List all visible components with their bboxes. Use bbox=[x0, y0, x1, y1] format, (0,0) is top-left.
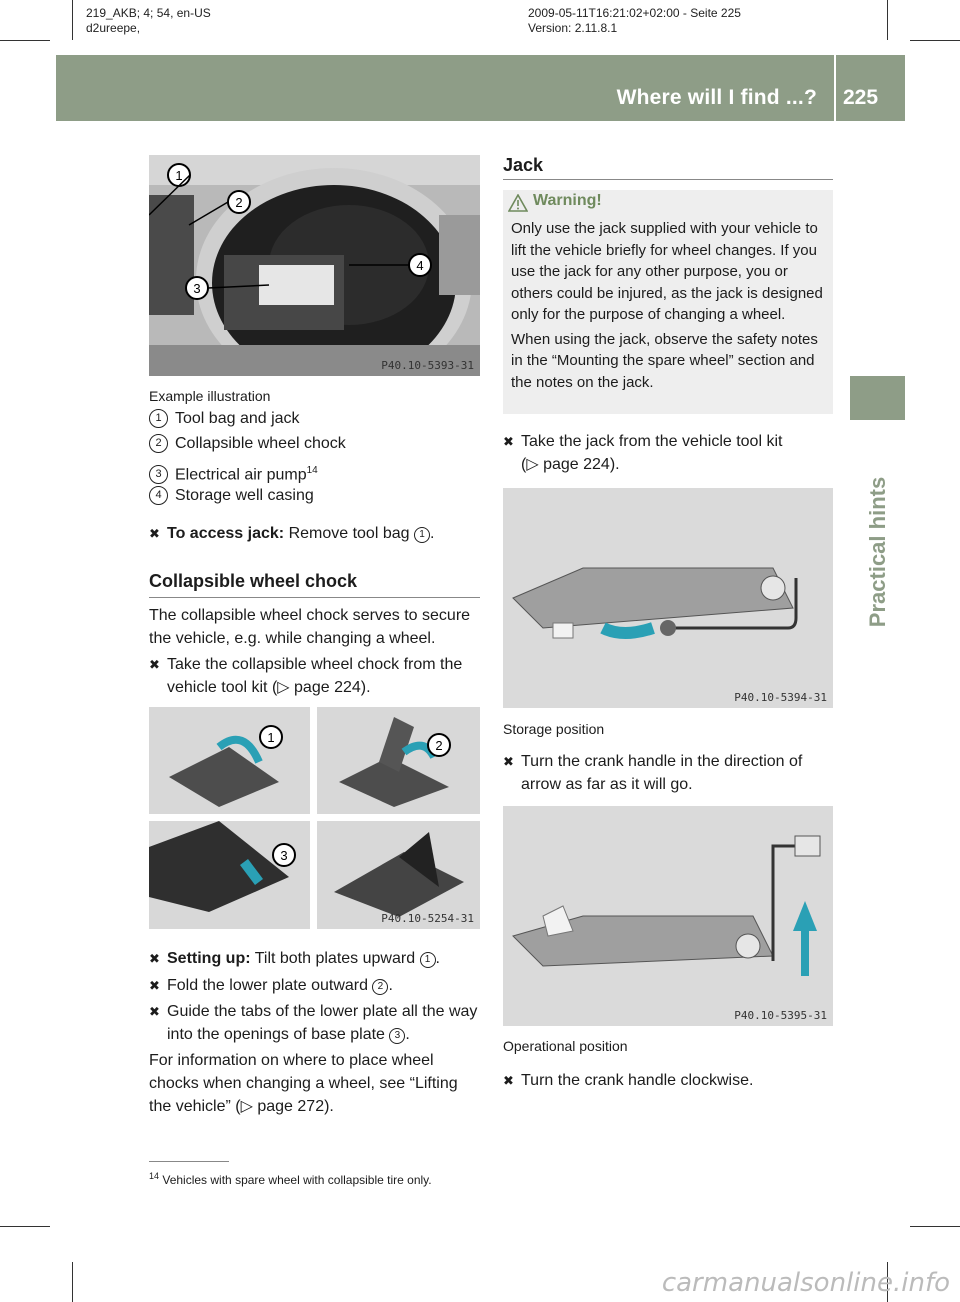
crop-mark bbox=[0, 1226, 50, 1227]
svg-text:2: 2 bbox=[235, 195, 242, 210]
step-arrow-icon: ✖ bbox=[149, 1004, 160, 1019]
legend-number: 1 bbox=[149, 409, 168, 428]
page-ref-icon: ▷ bbox=[240, 1098, 253, 1115]
figure-code: P40.10-5395-31 bbox=[734, 1009, 827, 1022]
section-label: Practical hints bbox=[864, 476, 890, 628]
step-access-jack: ✖To access jack: Remove tool bag 1. bbox=[149, 522, 434, 545]
page-title: Where will I find ...? bbox=[616, 86, 817, 109]
step-arrow-icon: ✖ bbox=[149, 657, 160, 672]
step-turn-clockwise: ✖Turn the crank handle clockwise. bbox=[503, 1069, 753, 1092]
paragraph-info: For information on where to place wheel … bbox=[149, 1052, 458, 1115]
step-guide: ✖Guide the tabs of the lower plate all t… bbox=[149, 1000, 477, 1046]
crop-mark bbox=[72, 1262, 73, 1302]
print-meta-left: 219_AKB; 4; 54, en-US d2ureepe, bbox=[86, 6, 211, 35]
crop-mark bbox=[0, 40, 50, 41]
heading-wheel-chock: Collapsible wheel chock bbox=[149, 571, 358, 591]
svg-text:1: 1 bbox=[175, 168, 182, 183]
jack-storage-illustration: P40.10-5394-31 bbox=[503, 488, 833, 708]
paragraph: The collapsible wheel chock serves to se… bbox=[149, 607, 471, 647]
figure-code: P40.10-5254-31 bbox=[381, 912, 474, 925]
warning-box: Warning! Only use the jack supplied with… bbox=[503, 190, 833, 414]
crop-mark bbox=[887, 1262, 888, 1302]
warning-title: Warning! bbox=[533, 192, 602, 209]
jack-operational-drawing bbox=[512, 835, 821, 976]
section-tab bbox=[850, 376, 905, 420]
footnote-rule bbox=[149, 1161, 229, 1162]
crop-mark bbox=[910, 40, 960, 41]
footnote: 14 Vehicles with spare wheel with collap… bbox=[149, 1171, 432, 1187]
header-bar bbox=[56, 55, 905, 121]
figure-code: P40.10-5393-31 bbox=[381, 359, 474, 372]
page-number: 225 bbox=[843, 86, 879, 109]
step-arrow-icon: ✖ bbox=[149, 951, 160, 966]
svg-text:4: 4 bbox=[416, 258, 423, 273]
jack-storage-drawing bbox=[512, 567, 798, 639]
heading-jack: Jack bbox=[503, 155, 544, 175]
storage-well-photo: 1 2 3 4 P40.10-5393-31 bbox=[149, 155, 480, 376]
step-take-chock: ✖Take the collapsible wheel chock from t… bbox=[149, 653, 462, 699]
jack-operational-illustration: P40.10-5395-31 bbox=[503, 806, 833, 1026]
storage-well-drawing: 1 2 3 4 bbox=[149, 155, 480, 376]
header-divider bbox=[834, 55, 836, 121]
svg-text:3: 3 bbox=[193, 281, 200, 296]
wheel-chock-drawing: 1 2 3 bbox=[149, 707, 480, 929]
step-arrow-icon: ✖ bbox=[503, 434, 514, 449]
legend-number: 4 bbox=[149, 486, 168, 505]
crop-mark bbox=[72, 0, 73, 40]
crop-mark bbox=[910, 1226, 960, 1227]
warning-body: Only use the jack supplied with your veh… bbox=[511, 220, 823, 391]
svg-text:1: 1 bbox=[267, 730, 274, 745]
step-fold: ✖Fold the lower plate outward 2. bbox=[149, 974, 393, 997]
wheel-chock-illustration: 1 2 3 P40.10-5254-31 bbox=[149, 707, 480, 929]
figure-caption: Operational position bbox=[503, 1038, 628, 1054]
heading-rule bbox=[503, 179, 833, 180]
crop-mark bbox=[887, 0, 888, 40]
svg-text:2: 2 bbox=[435, 738, 442, 753]
warning-icon bbox=[508, 194, 528, 212]
step-arrow-icon: ✖ bbox=[149, 526, 160, 541]
step-arrow-icon: ✖ bbox=[149, 978, 160, 993]
footnote-ref: 14 bbox=[306, 465, 318, 476]
page-ref-icon: ▷ bbox=[526, 456, 539, 473]
step-arrow-icon: ✖ bbox=[503, 754, 514, 769]
page-ref-icon: ▷ bbox=[277, 679, 290, 696]
step-turn-direction: ✖Turn the crank handle in the direction … bbox=[503, 750, 802, 796]
legend-number: 3 bbox=[149, 465, 168, 485]
figure-caption: Example illustration bbox=[149, 388, 271, 404]
step-take-jack: ✖Take the jack from the vehicle tool kit… bbox=[503, 430, 782, 476]
heading-rule bbox=[149, 597, 480, 598]
figure-caption: Storage position bbox=[503, 721, 605, 737]
print-meta-right: 2009-05-11T16:21:02+02:00 - Seite 225 Ve… bbox=[528, 6, 741, 35]
figure-code: P40.10-5394-31 bbox=[734, 691, 827, 704]
step-arrow-icon: ✖ bbox=[503, 1073, 514, 1088]
step-setting-up: ✖Setting up: Tilt both plates upward 1. bbox=[149, 947, 440, 970]
watermark: carmanualsonline.info bbox=[661, 1268, 950, 1298]
legend-number: 2 bbox=[149, 434, 168, 453]
svg-text:3: 3 bbox=[280, 848, 287, 863]
